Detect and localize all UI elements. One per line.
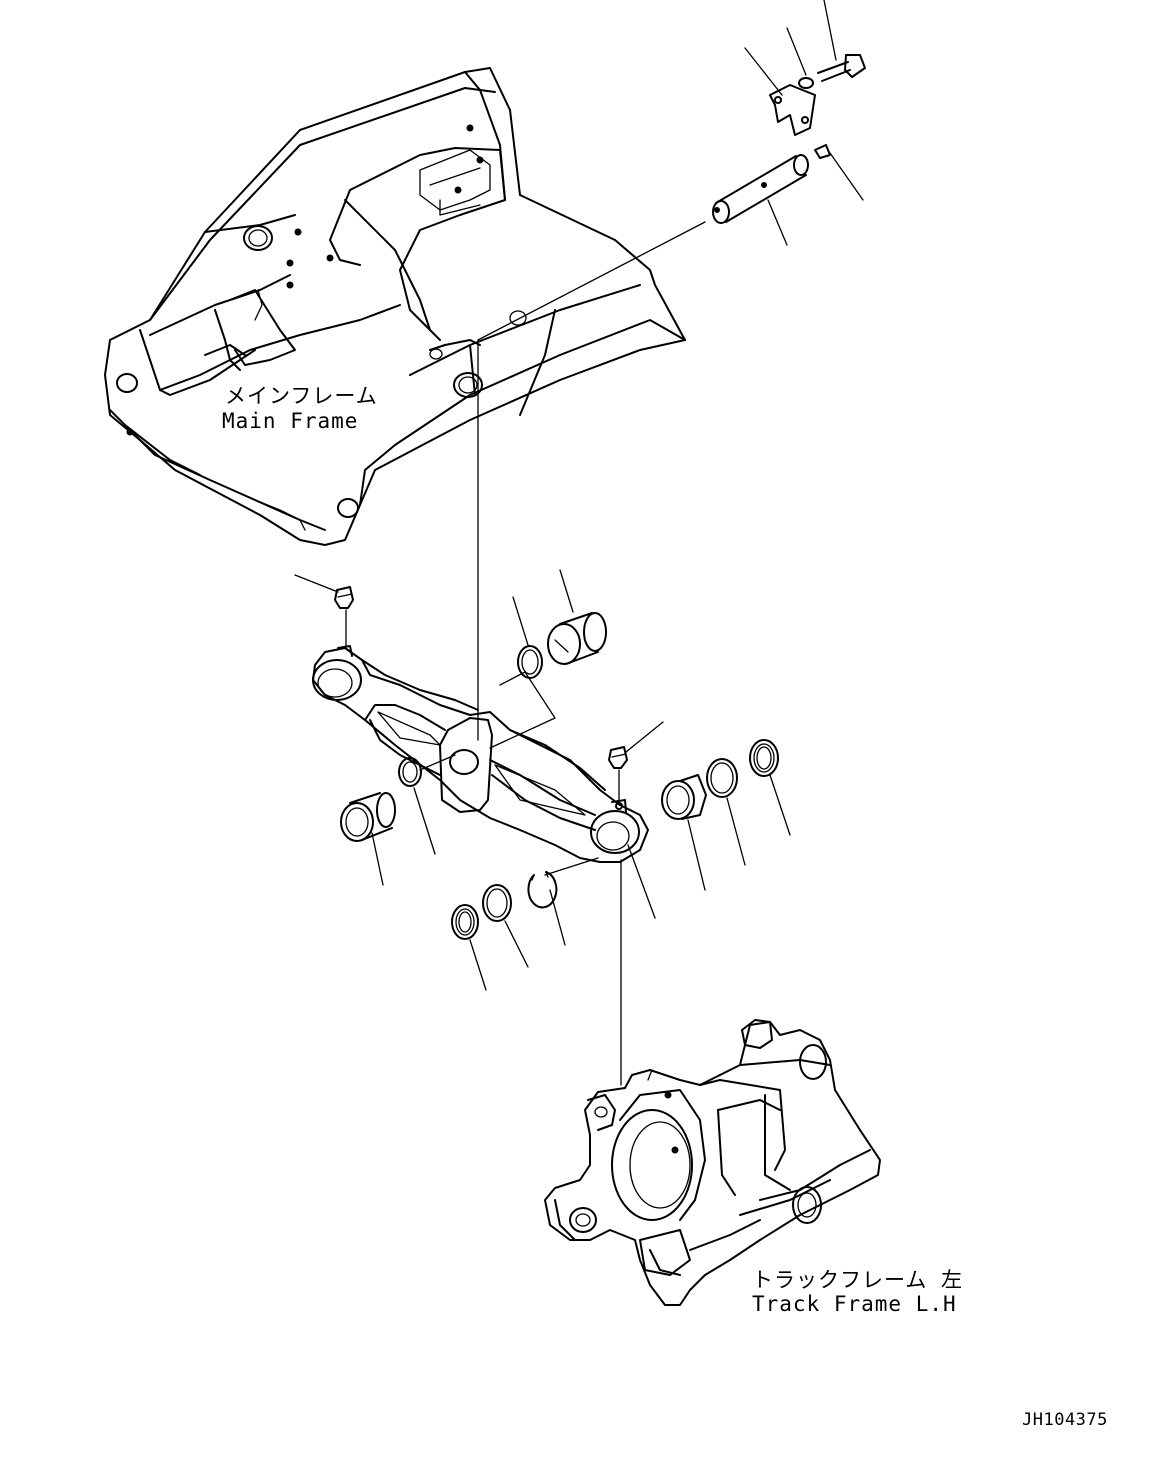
main-frame-drawing — [104, 67, 686, 546]
track-frame-drawing — [544, 1019, 881, 1306]
grease-fittings-drawing — [294, 574, 664, 769]
main-frame-label-en: Main Frame — [222, 409, 359, 433]
lower-seal-stack-drawing — [451, 857, 599, 991]
left-bushing-drawing — [340, 754, 456, 886]
track-frame-label-en: Track Frame L.H — [752, 1292, 957, 1316]
right-seal-stack-drawing — [627, 739, 791, 919]
main-frame-label-jp: メインフレーム — [225, 384, 378, 408]
drawing-code: JH104375 — [1022, 1410, 1108, 1430]
pin-assembly-drawing — [477, 0, 866, 741]
track-frame-label-jp: トラックフレーム 左 — [752, 1268, 964, 1292]
upper-bushing-drawing — [489, 569, 607, 749]
equalizer-bar-drawing — [312, 609, 649, 1086]
